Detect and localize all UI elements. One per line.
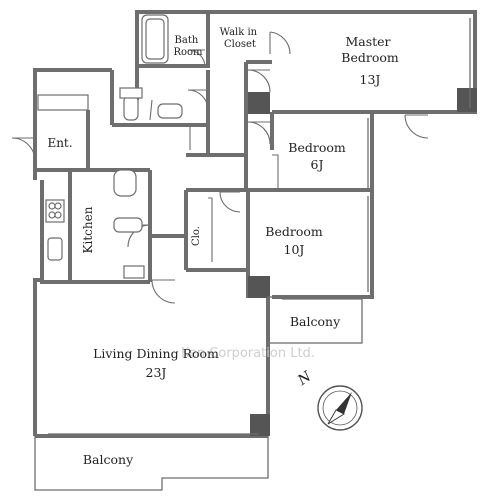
compass: N (294, 368, 363, 431)
doors (11, 31, 429, 304)
living-dining-size: 23J (146, 365, 167, 380)
closet-label: Clo. (191, 226, 202, 246)
exterior-walls (33, 10, 477, 438)
fixtures (37, 14, 183, 279)
interior-walls (35, 12, 372, 298)
structural-columns (248, 88, 477, 436)
bedroom-6-label: Bedroom (288, 140, 346, 155)
master-bedroom-label: Master Bedroom (341, 34, 399, 65)
balcony-south-label: Balcony (83, 452, 134, 467)
bedroom-6-size: 6J (311, 157, 324, 172)
room-labels: Bath Room Walk in Closet Master Bedroom … (47, 27, 398, 467)
compass-north-arrow-icon (336, 392, 352, 414)
bedroom-10-size: 10J (284, 242, 305, 257)
bath-room-label: Bath Room (173, 35, 203, 58)
walk-in-closet-label: Walk in Closet (220, 27, 261, 50)
entrance-label: Ent. (47, 136, 72, 150)
balcony-east-label: Balcony (290, 314, 341, 329)
watermark-text: Ken Corporation Ltd. (181, 346, 315, 361)
master-bedroom-size: 13J (360, 72, 381, 87)
balconies (34, 296, 363, 491)
bedroom-10-label: Bedroom (265, 224, 323, 239)
kitchen-label: Kitchen (81, 206, 95, 253)
living-dining-label: Living Dining Room (93, 346, 219, 361)
compass-north-label: N (294, 368, 315, 389)
windows (282, 18, 471, 300)
